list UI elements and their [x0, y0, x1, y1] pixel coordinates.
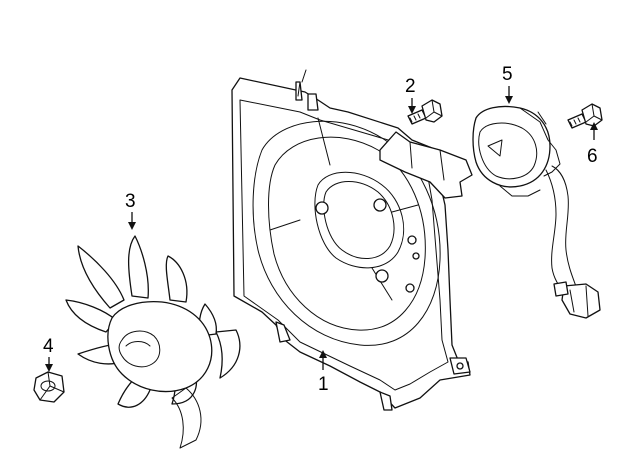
arrowhead-3-icon — [128, 222, 136, 230]
callout-labels: 2 5 6 3 4 1 — [43, 64, 598, 395]
leader-lines — [45, 86, 598, 372]
callout-6: 6 — [587, 146, 598, 167]
fan-shroud-part — [231, 69, 473, 411]
fan-motor-part — [472, 105, 601, 319]
fan-blade-part — [65, 235, 241, 449]
callout-5: 5 — [502, 64, 513, 85]
callout-3: 3 — [125, 191, 136, 212]
callout-4: 4 — [43, 336, 54, 357]
bolt-part — [407, 99, 443, 125]
callout-2: 2 — [405, 76, 416, 97]
arrowhead-4-icon — [45, 364, 53, 372]
arrowhead-6-icon — [590, 122, 598, 130]
arrowhead-1-icon — [319, 350, 327, 358]
arrowhead-5-icon — [505, 96, 513, 104]
arrowhead-2-icon — [408, 106, 416, 114]
callout-1: 1 — [318, 374, 329, 395]
nut-part — [33, 371, 65, 403]
bolt-part-6 — [567, 103, 603, 129]
